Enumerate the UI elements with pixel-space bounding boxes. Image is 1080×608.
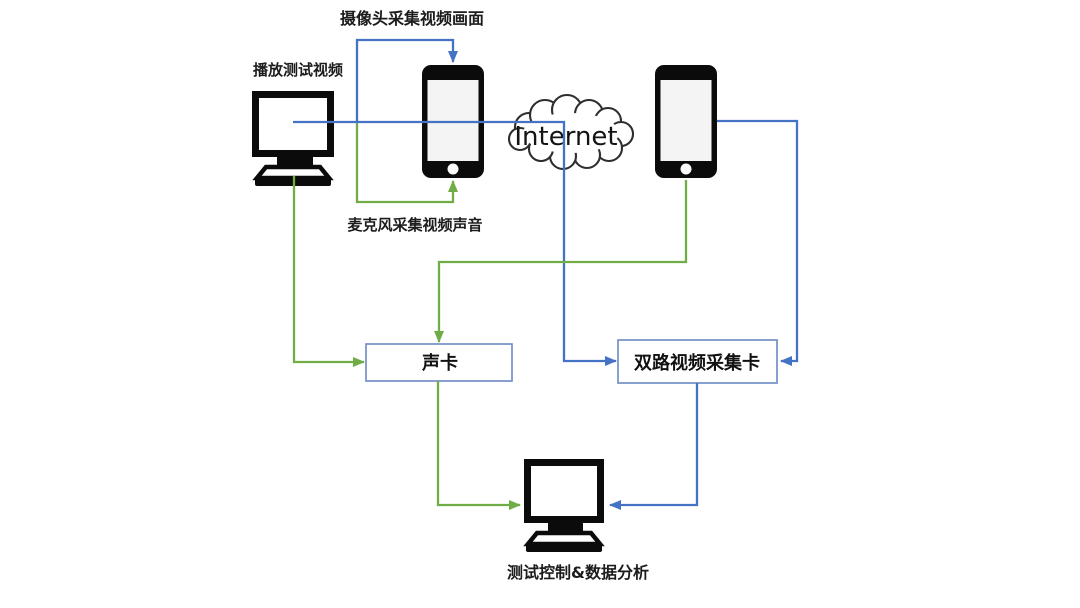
edge-remote-phone-to-capture-card — [717, 119, 799, 366]
capture-card-box: 双路视频采集卡 — [617, 339, 778, 384]
analysis-label: 测试控制&数据分析 — [507, 563, 649, 582]
edge-player-internet-capture-card — [293, 120, 617, 366]
edge-capture-card-to-analysis-pc — [609, 383, 699, 510]
edge-sound-card-to-analysis-pc — [436, 381, 521, 510]
edge-mic-capture — [355, 123, 458, 204]
sound-card-label: 声卡 — [421, 352, 458, 374]
mic-capture-label: 麦克风采集视频声音 — [347, 216, 482, 234]
capture-card-label: 双路视频采集卡 — [634, 352, 760, 374]
edge-player-pc-to-sound-card — [292, 176, 365, 367]
edge-remote-phone-to-sound-card — [434, 180, 688, 343]
internet-cloud: Internet — [507, 93, 635, 171]
remote-phone-icon — [655, 65, 717, 178]
sound-card-box: 声卡 — [365, 343, 513, 382]
player-computer-icon — [252, 91, 334, 186]
edge-camera-capture — [355, 38, 458, 122]
analysis-computer-icon — [523, 459, 605, 552]
internet-label: Internet — [514, 122, 617, 152]
play-test-video-label: 播放测试视频 — [253, 61, 343, 79]
camera-capture-label: 摄像头采集视频画面 — [340, 9, 484, 28]
